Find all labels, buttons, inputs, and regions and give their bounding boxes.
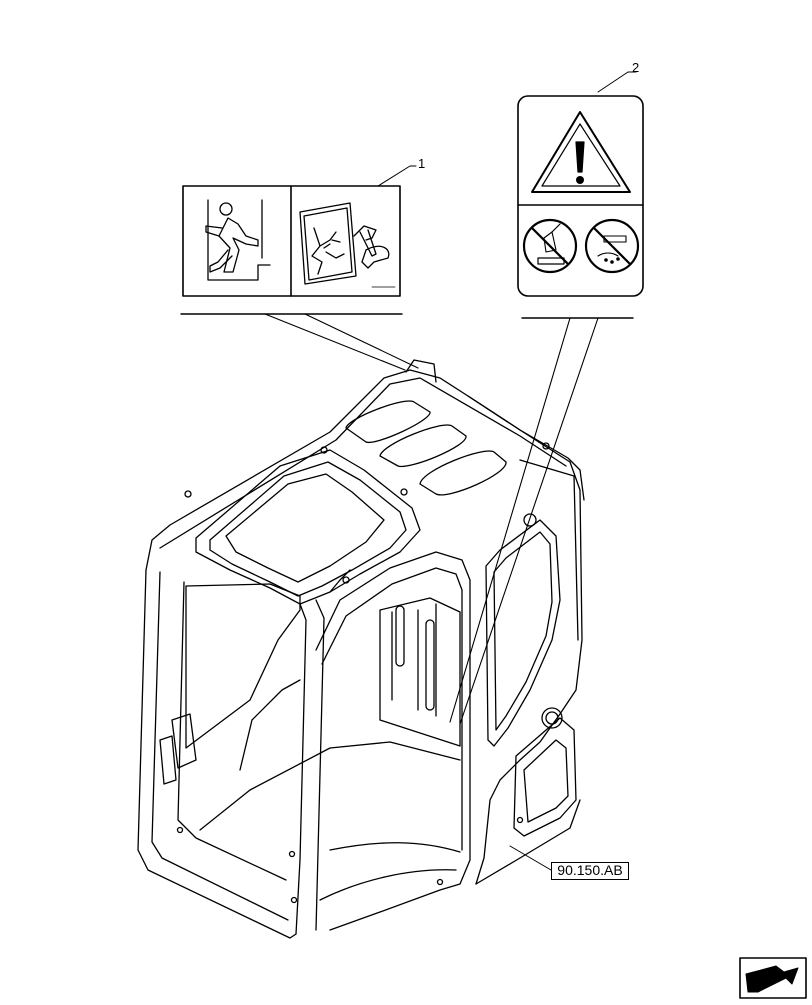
hammer-break-glass-icon	[299, 202, 390, 285]
warning-triangle-icon	[531, 111, 631, 193]
operator-cab	[137, 359, 585, 939]
decal-2	[517, 95, 644, 297]
reference-code-label: 90.150.AB	[551, 862, 629, 880]
next-page-arrow-icon[interactable]	[739, 957, 807, 999]
callout-2: 2	[632, 60, 640, 75]
emergency-exit-icon	[205, 199, 271, 281]
leader-line-2	[449, 71, 637, 725]
leader-line-1	[180, 165, 419, 371]
decal-1	[182, 185, 401, 297]
roof-vents	[345, 400, 507, 496]
no-step-icon	[522, 218, 578, 274]
no-slip-icon	[584, 218, 640, 274]
callout-1: 1	[418, 156, 426, 171]
reference-leader	[509, 845, 552, 871]
next-page-button[interactable]	[740, 958, 806, 998]
